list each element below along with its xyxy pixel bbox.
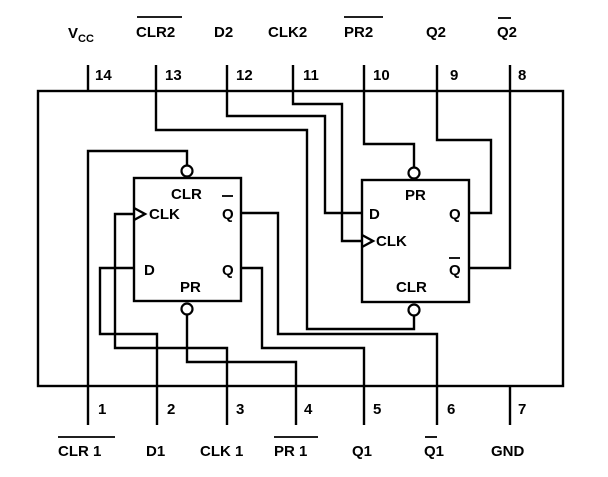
- pin-9-number: 9: [450, 67, 458, 84]
- pin-2-number: 2: [167, 401, 175, 418]
- pin-5-signal-label: Q1: [352, 443, 372, 460]
- pin-3-signal-label: CLK 1: [200, 443, 243, 460]
- flip-flop-1-clr-inversion-bubble: [180, 164, 194, 178]
- flip-flop-1-clk-label: CLK: [149, 206, 180, 223]
- flip-flop-1-clock-triangle-icon: [133, 206, 148, 222]
- top-pins: 14 13 12 11 10 9 8: [86, 65, 526, 92]
- pin-6-signal-label: Q1: [424, 443, 444, 460]
- pin-10-signal-label: PR2: [344, 24, 373, 41]
- pin-13-signal-label: CLR2: [136, 24, 175, 41]
- wire-d1: [98, 266, 159, 385]
- flip-flop-1-qbar-label: Q: [222, 206, 234, 223]
- flip-flop-1-body: [132, 176, 243, 303]
- pin-5-number: 5: [373, 401, 381, 418]
- wire-clk1: [113, 212, 229, 385]
- pin-10-number: 10: [373, 67, 390, 84]
- flip-flop-2-clr-label: CLR: [396, 279, 427, 296]
- pin-1-number: 1: [98, 401, 106, 418]
- bottom-pins: 1 2 3 4 5 6 7: [86, 385, 526, 425]
- bottom-pin-labels: CLR 1 D1 CLK 1 PR 1 Q1 Q1 GND: [58, 436, 525, 460]
- flip-flop-2-qbar-label: Q: [449, 262, 461, 279]
- flip-flop-2-d-label: D: [369, 206, 380, 223]
- pin-7-signal-label: GND: [491, 443, 525, 460]
- flip-flop-1-pr-inversion-bubble: [180, 302, 194, 316]
- flip-flop-2-q-label: Q: [449, 206, 461, 223]
- flip-flop-1-pr-label: PR: [180, 279, 201, 296]
- wire-q2bar: [469, 92, 512, 270]
- wire-q1bar: [241, 211, 439, 385]
- pin-8-number: 8: [518, 67, 526, 84]
- flip-flop-2-clr-inversion-bubble: [407, 303, 421, 317]
- pin-6-number: 6: [447, 401, 455, 418]
- wire-q1: [241, 266, 366, 385]
- pin-4-signal-label: PR 1: [274, 443, 307, 460]
- wire-d2: [225, 92, 362, 215]
- pin-8-signal-label: Q2: [497, 24, 517, 41]
- flip-flop-1-q-label: Q: [222, 262, 234, 279]
- pin-14-signal-label: VCC: [68, 25, 94, 45]
- pin-1-signal-label: CLR 1: [58, 443, 101, 460]
- pin-12-signal-label: D2: [214, 24, 233, 41]
- wire-clk2: [291, 92, 362, 243]
- flip-flop-2: PR D Q CLK Q CLR: [360, 166, 471, 317]
- wire-pr2: [362, 92, 416, 167]
- pin-11-signal-label: CLK2: [268, 24, 307, 41]
- top-pin-labels: VCC CLR2 D2 CLK2 PR2 Q2 Q2: [68, 16, 517, 45]
- pin-7-number: 7: [518, 401, 526, 418]
- flip-flop-1-clr-label: CLR: [171, 186, 202, 203]
- flip-flop-1: CLR CLK Q D Q PR: [132, 164, 243, 316]
- wire-clr2: [154, 92, 416, 331]
- pin-3-number: 3: [236, 401, 244, 418]
- flip-flop-2-pr-inversion-bubble: [407, 166, 421, 180]
- pin-14-number: 14: [95, 67, 112, 84]
- internal-wiring: [86, 92, 512, 385]
- pin-2-signal-label: D1: [146, 443, 165, 460]
- pin-11-number: 11: [303, 67, 319, 84]
- pin-4-number: 4: [304, 401, 313, 418]
- wire-q2: [435, 92, 493, 215]
- pin-9-signal-label: Q2: [426, 24, 446, 41]
- flip-flop-2-pr-label: PR: [405, 187, 426, 204]
- wire-pr1: [185, 315, 298, 385]
- wire-clr1: [86, 149, 189, 385]
- pin-13-number: 13: [165, 67, 182, 84]
- flip-flop-2-clk-label: CLK: [376, 233, 407, 250]
- ic-package-outline: [36, 89, 565, 388]
- pin-12-number: 12: [236, 67, 253, 84]
- flip-flop-2-clock-triangle-icon: [361, 233, 376, 249]
- flip-flop-1-d-label: D: [144, 262, 155, 279]
